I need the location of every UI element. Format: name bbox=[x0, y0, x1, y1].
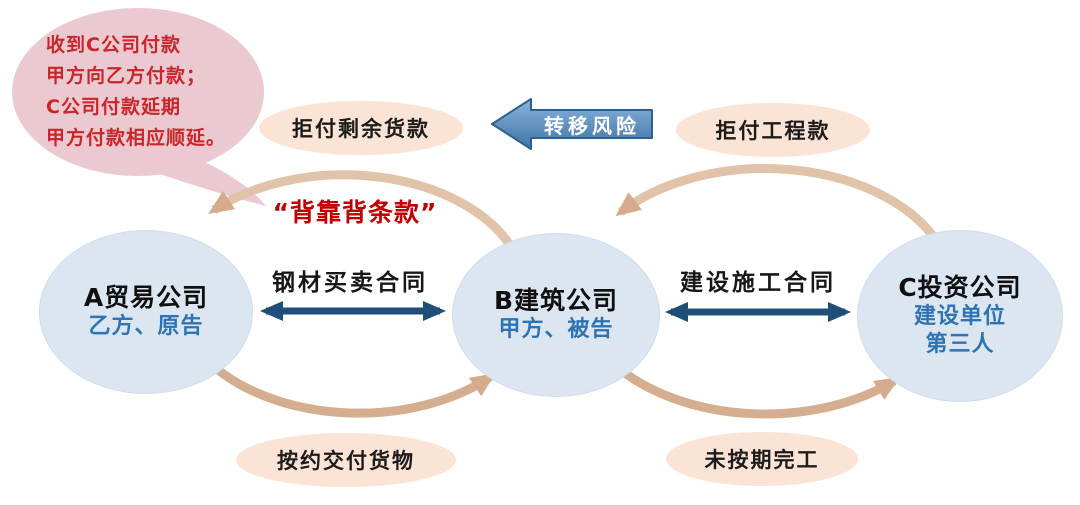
label-text: 未按期完工 bbox=[704, 448, 820, 472]
note-line: 甲方付款相应顺延。 bbox=[46, 127, 227, 149]
entity-role: 甲方、被告 bbox=[498, 317, 614, 342]
label-text: 拒付剩余货款 bbox=[292, 117, 430, 141]
label-text: 转移风险 bbox=[544, 113, 640, 138]
note-line: 甲方向乙方付款； bbox=[46, 65, 207, 87]
entity-name: A贸易公司 bbox=[83, 283, 209, 312]
label-not-completed-on-schedule: 未按期完工 bbox=[666, 432, 858, 486]
note-line: C公司付款延期 bbox=[46, 96, 181, 118]
transfer-risk-label: 转移风险 bbox=[531, 110, 653, 138]
entity-c-investment-company: C投资公司 建设单位 第三人 bbox=[857, 230, 1063, 402]
back-to-back-clause-label: “背靠背条款” bbox=[230, 193, 480, 229]
construction-contract-label: 建设施工合同 bbox=[658, 264, 858, 296]
label-text: 建设施工合同 bbox=[680, 270, 836, 296]
label-text: 按约交付货物 bbox=[277, 449, 415, 473]
entity-name: C投资公司 bbox=[898, 273, 1022, 302]
entity-name: B建筑公司 bbox=[493, 286, 619, 315]
note-line: 收到C公司付款 bbox=[46, 34, 181, 56]
left-cycle-top-arc bbox=[208, 170, 514, 248]
entity-b-construction-company: B建筑公司 甲方、被告 bbox=[452, 233, 660, 397]
entity-a-trading-company: A贸易公司 乙方、原告 bbox=[39, 230, 253, 394]
right-cycle-bottom-arc bbox=[613, 362, 900, 419]
label-refuse-remaining-goods-payment: 拒付剩余货款 bbox=[259, 101, 463, 155]
label-deliver-goods-on-schedule: 按约交付货物 bbox=[236, 433, 456, 487]
note-bubble: 收到C公司付款 甲方向乙方付款； C公司付款延期 甲方付款相应顺延。 bbox=[12, 8, 264, 176]
label-text: 拒付工程款 bbox=[715, 119, 831, 143]
steel-contract-label: 钢材买卖合同 bbox=[250, 264, 450, 296]
label-refuse-project-payment: 拒付工程款 bbox=[676, 103, 870, 157]
right-cycle-top-arc bbox=[615, 164, 942, 246]
label-text: “背靠背条款” bbox=[272, 198, 438, 227]
left-cycle-bottom-arc bbox=[199, 352, 496, 418]
entity-role: 第三人 bbox=[925, 332, 995, 357]
entity-role: 乙方、原告 bbox=[88, 314, 204, 339]
entity-role: 建设单位 bbox=[913, 304, 1006, 329]
transfer-risk-left-arrow-icon bbox=[491, 98, 653, 150]
label-text: 钢材买卖合同 bbox=[272, 270, 428, 296]
